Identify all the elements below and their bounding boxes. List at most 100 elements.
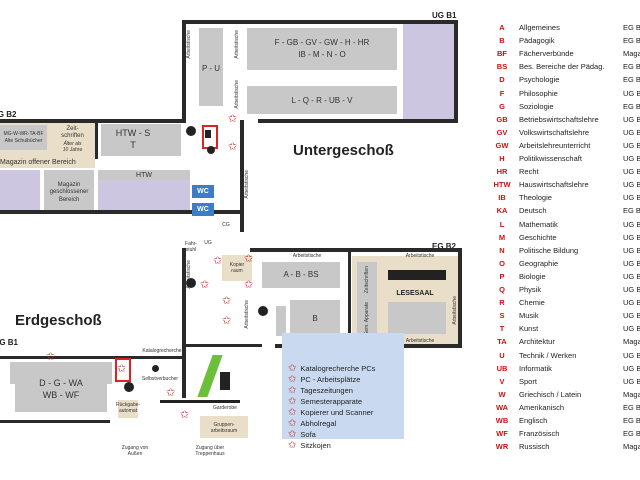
key-row: ✩Kopierer und Scanner	[288, 407, 373, 418]
legend-location: UG B	[623, 114, 640, 124]
key-row: ✩Semesterapparate	[288, 396, 362, 407]
legend-location: UG B	[623, 271, 640, 281]
legend-location: UG B	[623, 193, 640, 203]
star-icon: ✩	[288, 429, 297, 440]
shelf-block-b	[290, 300, 340, 336]
key-label: Katalogrecherche PCs	[300, 364, 376, 373]
legend-code: O	[499, 258, 505, 268]
gruppenarbeitsraum	[200, 416, 248, 438]
legend-subject: Bes. Bereiche der Pädag.	[519, 62, 605, 72]
zeitschriften-label-3: Älter als	[63, 141, 82, 147]
shelf-block-absbs	[262, 262, 340, 288]
legend-subject: Architektur	[519, 337, 555, 347]
arbeitstische-label: Arbeitstische	[244, 300, 250, 329]
wall	[95, 119, 98, 159]
legend-code: D	[499, 75, 505, 85]
wall	[240, 120, 244, 232]
wall	[458, 248, 462, 348]
catalog-pc-highlight	[115, 358, 131, 382]
legend-subject: Französisch	[519, 429, 560, 439]
legend-location: UG B	[623, 180, 640, 190]
legend-subject: Politische Bildung	[519, 245, 579, 255]
green-path	[197, 355, 223, 397]
arbeitstische-label: Arbeitstische	[244, 170, 250, 199]
shelf-label-dgwa: D - G - WA	[39, 378, 83, 388]
kopierraum	[222, 255, 252, 281]
legend-subject: Englisch	[519, 416, 548, 425]
lesesaal-table	[388, 270, 446, 280]
zugang-aussen-label-2: Außen	[127, 451, 143, 457]
shelf-block-mg	[0, 125, 47, 150]
magazine-closed-label-1: Magazin	[57, 182, 81, 188]
rueckgabe-automat	[118, 400, 138, 418]
legend-location: UG B	[623, 285, 640, 294]
legend-code: TA	[497, 337, 507, 347]
zugang-treppe-label-1: Zugang über	[195, 445, 225, 451]
magazine-open-label: Magazin offener Bereich	[0, 159, 76, 166]
key-label: Sofa	[300, 430, 316, 439]
legend-location: UG B	[623, 258, 640, 268]
legend-code: L	[499, 219, 505, 229]
legend-subject: Mathematik	[519, 219, 558, 229]
legend-code: S	[499, 311, 505, 321]
star-marker: ✩	[46, 351, 56, 363]
legend-subject: Betriebswirtschaftslehre	[519, 114, 599, 124]
legend-code: W	[498, 389, 506, 399]
wall	[258, 119, 458, 123]
legend-location: UG B	[623, 350, 640, 360]
zeitschriften-label-4: 10 Jahre	[62, 147, 83, 153]
legend-code: R	[499, 298, 505, 308]
legend-subject: Musik	[519, 311, 539, 321]
legend-location: UG B	[623, 140, 640, 150]
legend-subject: Griechisch / Latein	[519, 389, 582, 399]
legend-code: N	[499, 245, 505, 255]
star-marker: ✩	[166, 387, 176, 399]
star-icon: ✩	[288, 440, 297, 451]
legend-subject: Hauswirtschaftslehre	[519, 180, 589, 190]
katalogrecherche-label: Katalogrecherche	[142, 348, 182, 354]
legend-row: TAArchitekturMagaz	[487, 336, 640, 348]
star-marker: ✩	[228, 141, 238, 153]
legend-code: B	[499, 36, 505, 46]
star-marker: ✩	[222, 315, 232, 327]
star-icon: ✩	[288, 374, 297, 385]
legend-subject: Geographie	[519, 258, 559, 268]
star-marker: ✩	[180, 409, 190, 421]
legend-location: UG B	[623, 154, 640, 163]
star-icon: ✩	[288, 363, 297, 374]
legend-location: EG B	[623, 23, 640, 32]
key-row: ✩Abholregal	[288, 418, 336, 429]
legend-location: UG B	[623, 298, 640, 308]
legend-subject: Pädagogik	[519, 36, 555, 46]
legend-subject: Amerikanisch	[519, 402, 565, 412]
legend-subject: Sport	[519, 376, 537, 386]
legend-location: EG B	[623, 429, 640, 439]
wall	[0, 356, 186, 359]
shelf-label-htws: HTW - S	[115, 128, 151, 138]
legend-subject: Volkswirtschaftslehre	[519, 127, 590, 137]
shelf-label-htw: HTW	[136, 172, 152, 179]
legend-code: GW	[495, 140, 509, 150]
kopierraum-label-1: Kopier	[229, 262, 245, 268]
wall	[348, 252, 351, 344]
garderobe-counter	[220, 372, 230, 390]
legend-row: BFFächerverbündeMagaz	[487, 48, 640, 60]
legend-location: Magaz	[623, 442, 640, 452]
wall	[0, 119, 186, 123]
lift-icon	[186, 278, 196, 288]
magazine-closed-label-3: Bereich	[58, 197, 80, 203]
legend-subject: Physik	[519, 285, 542, 294]
